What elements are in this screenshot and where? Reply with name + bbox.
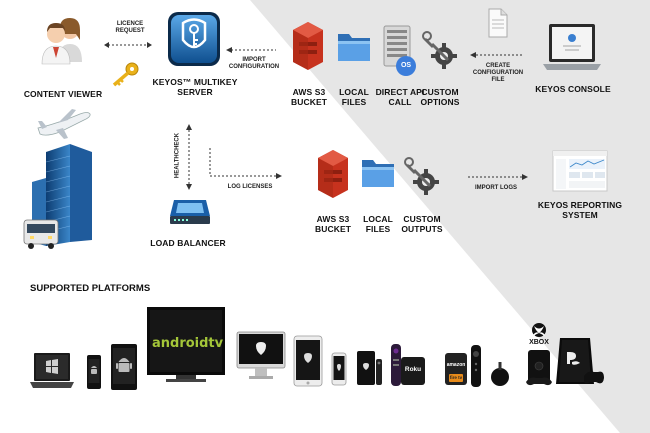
gear-wrench-icon — [422, 31, 457, 69]
gear-wrench-icon — [404, 157, 439, 195]
android-phone-icon — [87, 355, 101, 389]
log-output-label: CUSTOM OUTPUTS — [401, 214, 443, 234]
reporting-dashboard-icon — [552, 150, 608, 192]
key-icon — [112, 62, 139, 87]
apple-tv-icon — [357, 351, 382, 385]
server-api-icon — [383, 25, 416, 76]
roku-label: Roku — [404, 366, 422, 373]
healthcheck-label: HEALTHCHECK — [174, 132, 181, 179]
folder-icon — [338, 34, 370, 61]
content-viewer-label: CONTENT VIEWER — [23, 89, 103, 99]
licence-request-label: LICENCE REQUEST — [115, 21, 145, 34]
document-icon — [488, 8, 508, 38]
playstation-icon — [556, 338, 604, 384]
airplane-icon — [37, 109, 91, 139]
keyos-console-label: KEYOS CONSOLE — [535, 84, 611, 94]
fire-tv-icon — [445, 353, 467, 385]
roku-box-icon — [401, 357, 425, 385]
bus-icon — [23, 219, 59, 249]
config-source-label: DIRECT API CALL — [375, 87, 425, 107]
amazon-label: amazon — [446, 362, 466, 368]
fire-tv-label: fire tv — [449, 375, 463, 380]
load-balancer-icon — [170, 200, 210, 224]
reporting-system-label: KEYOS REPORTING SYSTEM — [537, 200, 623, 220]
xbox-label: XBOX — [529, 339, 549, 346]
folder-icon — [362, 160, 394, 187]
config-source-label: LOCAL FILES — [339, 87, 369, 107]
aws-s3-icon — [293, 22, 323, 70]
create-configuration-label: CREATE CONFIGURATION FILE — [472, 63, 524, 83]
android-tv-icon — [147, 307, 225, 382]
log-licenses-label: LOG LICENSES — [227, 184, 273, 190]
create-configuration-arrow — [470, 52, 524, 58]
aws-s3-icon — [318, 150, 348, 198]
chromecast-icon — [491, 362, 509, 386]
keyos-server-icon — [168, 12, 220, 66]
iphone-icon — [331, 352, 347, 386]
multikey-server-label: KEYOS™ MULTIKEY SERVER — [152, 77, 238, 97]
fire-tv-remote-icon — [471, 345, 481, 387]
os-badge: OS — [400, 62, 412, 69]
config-source-label: CUSTOM OPTIONS — [420, 87, 460, 107]
android-tv-label: androidtv — [152, 336, 224, 351]
log-output-label: LOCAL FILES — [363, 214, 393, 234]
healthcheck-arrow — [186, 124, 192, 190]
load-balancer-label: LOAD BALANCER — [150, 238, 226, 248]
import-logs-arrow — [468, 174, 528, 180]
xbox-icon — [526, 323, 552, 386]
import-configuration-arrow — [226, 47, 276, 53]
import-configuration-label: IMPORT CONFIGURATION — [228, 57, 280, 70]
import-logs-label: IMPORT LOGS — [475, 185, 517, 191]
supported-platforms-title: SUPPORTED PLATFORMS — [30, 283, 151, 294]
log-licenses-arrow — [209, 148, 282, 179]
imac-icon — [236, 331, 286, 379]
ipad-icon — [293, 335, 323, 387]
licence-request-arrow — [104, 42, 152, 48]
roku-stick-icon — [391, 344, 401, 386]
log-output-label: AWS S3 BUCKET — [314, 214, 351, 234]
people-icon — [41, 18, 82, 65]
windows-laptop-icon — [30, 353, 74, 388]
laptop-icon — [543, 24, 601, 70]
android-tablet-icon — [111, 344, 137, 390]
config-source-label: AWS S3 BUCKET — [290, 87, 327, 107]
